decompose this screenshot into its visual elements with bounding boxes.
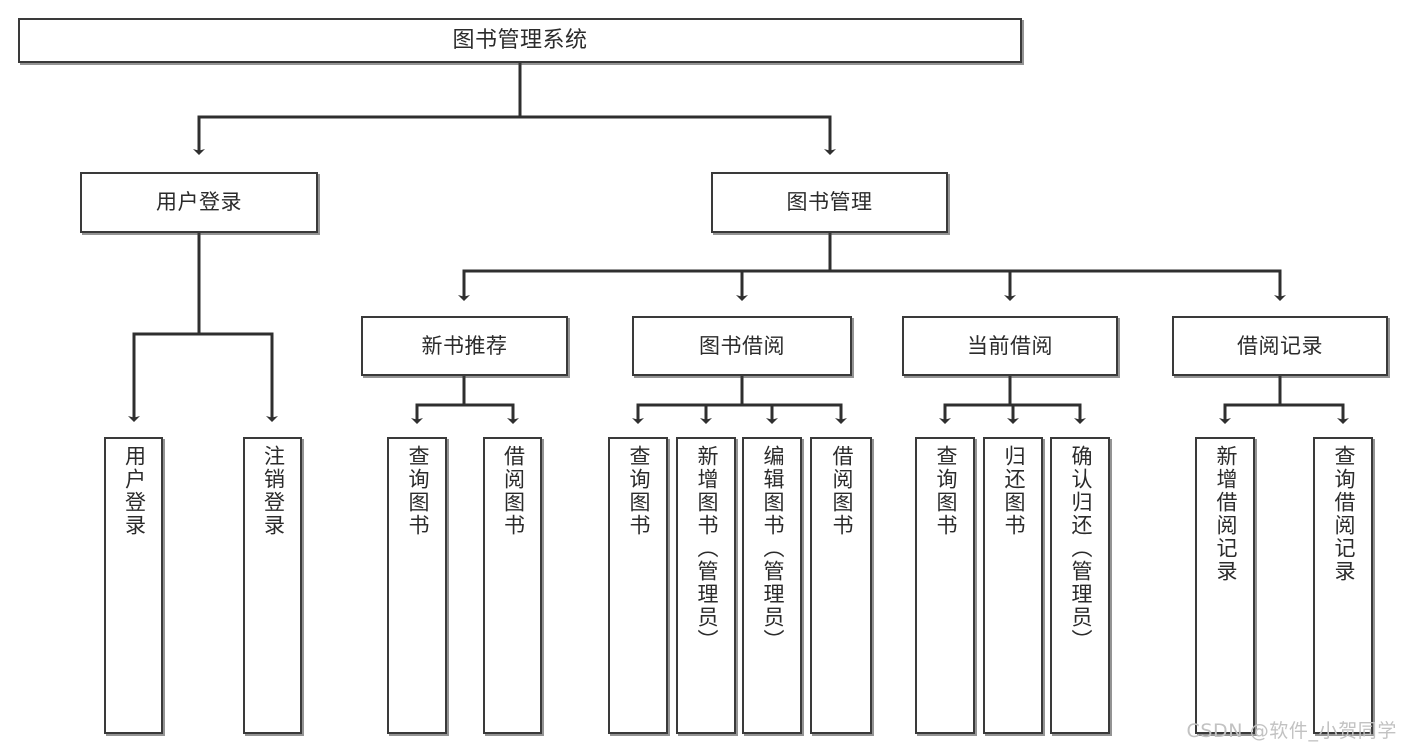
node-user-login[interactable]: 用户登录 [80,172,318,233]
node-new-book-rec[interactable]: 新书推荐 [361,316,568,376]
node-leaf-return-book-label: 归还图书 [1001,445,1026,537]
node-leaf-user-logout-label: 注销登录 [261,445,286,537]
node-leaf-add-record[interactable]: 新增借阅记录 [1195,437,1255,734]
node-current-borrow[interactable]: 当前借阅 [902,316,1118,376]
node-leaf-query-record[interactable]: 查询借阅记录 [1313,437,1373,734]
node-leaf-query-book-1[interactable]: 查询图书 [387,437,447,734]
node-borrow-record[interactable]: 借阅记录 [1172,316,1388,376]
node-book-manage[interactable]: 图书管理 [711,172,948,233]
node-leaf-borrow-book-1-label: 借阅图书 [501,445,526,537]
node-leaf-add-record-label: 新增借阅记录 [1213,445,1238,583]
node-borrow-record-label: 借阅记录 [1237,333,1323,358]
node-leaf-return-book[interactable]: 归还图书 [983,437,1043,734]
node-new-book-rec-label: 新书推荐 [421,333,508,358]
node-leaf-query-book-3[interactable]: 查询图书 [915,437,975,734]
csdn-watermark: CSDN @软件_小贺同学 [1186,720,1397,742]
node-leaf-query-book-1-label: 查询图书 [405,445,430,537]
node-leaf-query-book-2[interactable]: 查询图书 [608,437,668,734]
node-book-manage-label: 图书管理 [786,190,873,215]
node-leaf-query-record-label: 查询借阅记录 [1331,445,1356,583]
node-user-login-label: 用户登录 [156,190,242,215]
node-leaf-borrow-book-2[interactable]: 借阅图书 [810,437,872,734]
node-root[interactable]: 图书管理系统 [18,18,1022,63]
node-book-borrow[interactable]: 图书借阅 [632,316,852,376]
node-leaf-edit-book[interactable]: 编辑图书（管理员） [742,437,802,734]
node-leaf-borrow-book-1[interactable]: 借阅图书 [483,437,542,734]
node-leaf-edit-book-label: 编辑图书（管理员） [760,445,785,652]
node-leaf-add-book[interactable]: 新增图书（管理员） [676,437,736,734]
node-leaf-confirm-return[interactable]: 确认归还（管理员） [1050,437,1110,734]
node-leaf-user-login[interactable]: 用户登录 [104,437,163,734]
node-leaf-query-book-2-label: 查询图书 [626,445,651,537]
node-leaf-query-book-3-label: 查询图书 [933,445,958,537]
node-root-label: 图书管理系统 [452,27,588,53]
node-leaf-borrow-book-2-label: 借阅图书 [829,445,854,537]
node-current-borrow-label: 当前借阅 [967,333,1053,358]
node-leaf-confirm-return-label: 确认归还（管理员） [1068,445,1093,652]
node-leaf-user-logout[interactable]: 注销登录 [243,437,302,734]
node-leaf-add-book-label: 新增图书（管理员） [694,445,719,652]
node-leaf-user-login-label: 用户登录 [122,445,147,537]
node-book-borrow-label: 图书借阅 [699,333,785,358]
